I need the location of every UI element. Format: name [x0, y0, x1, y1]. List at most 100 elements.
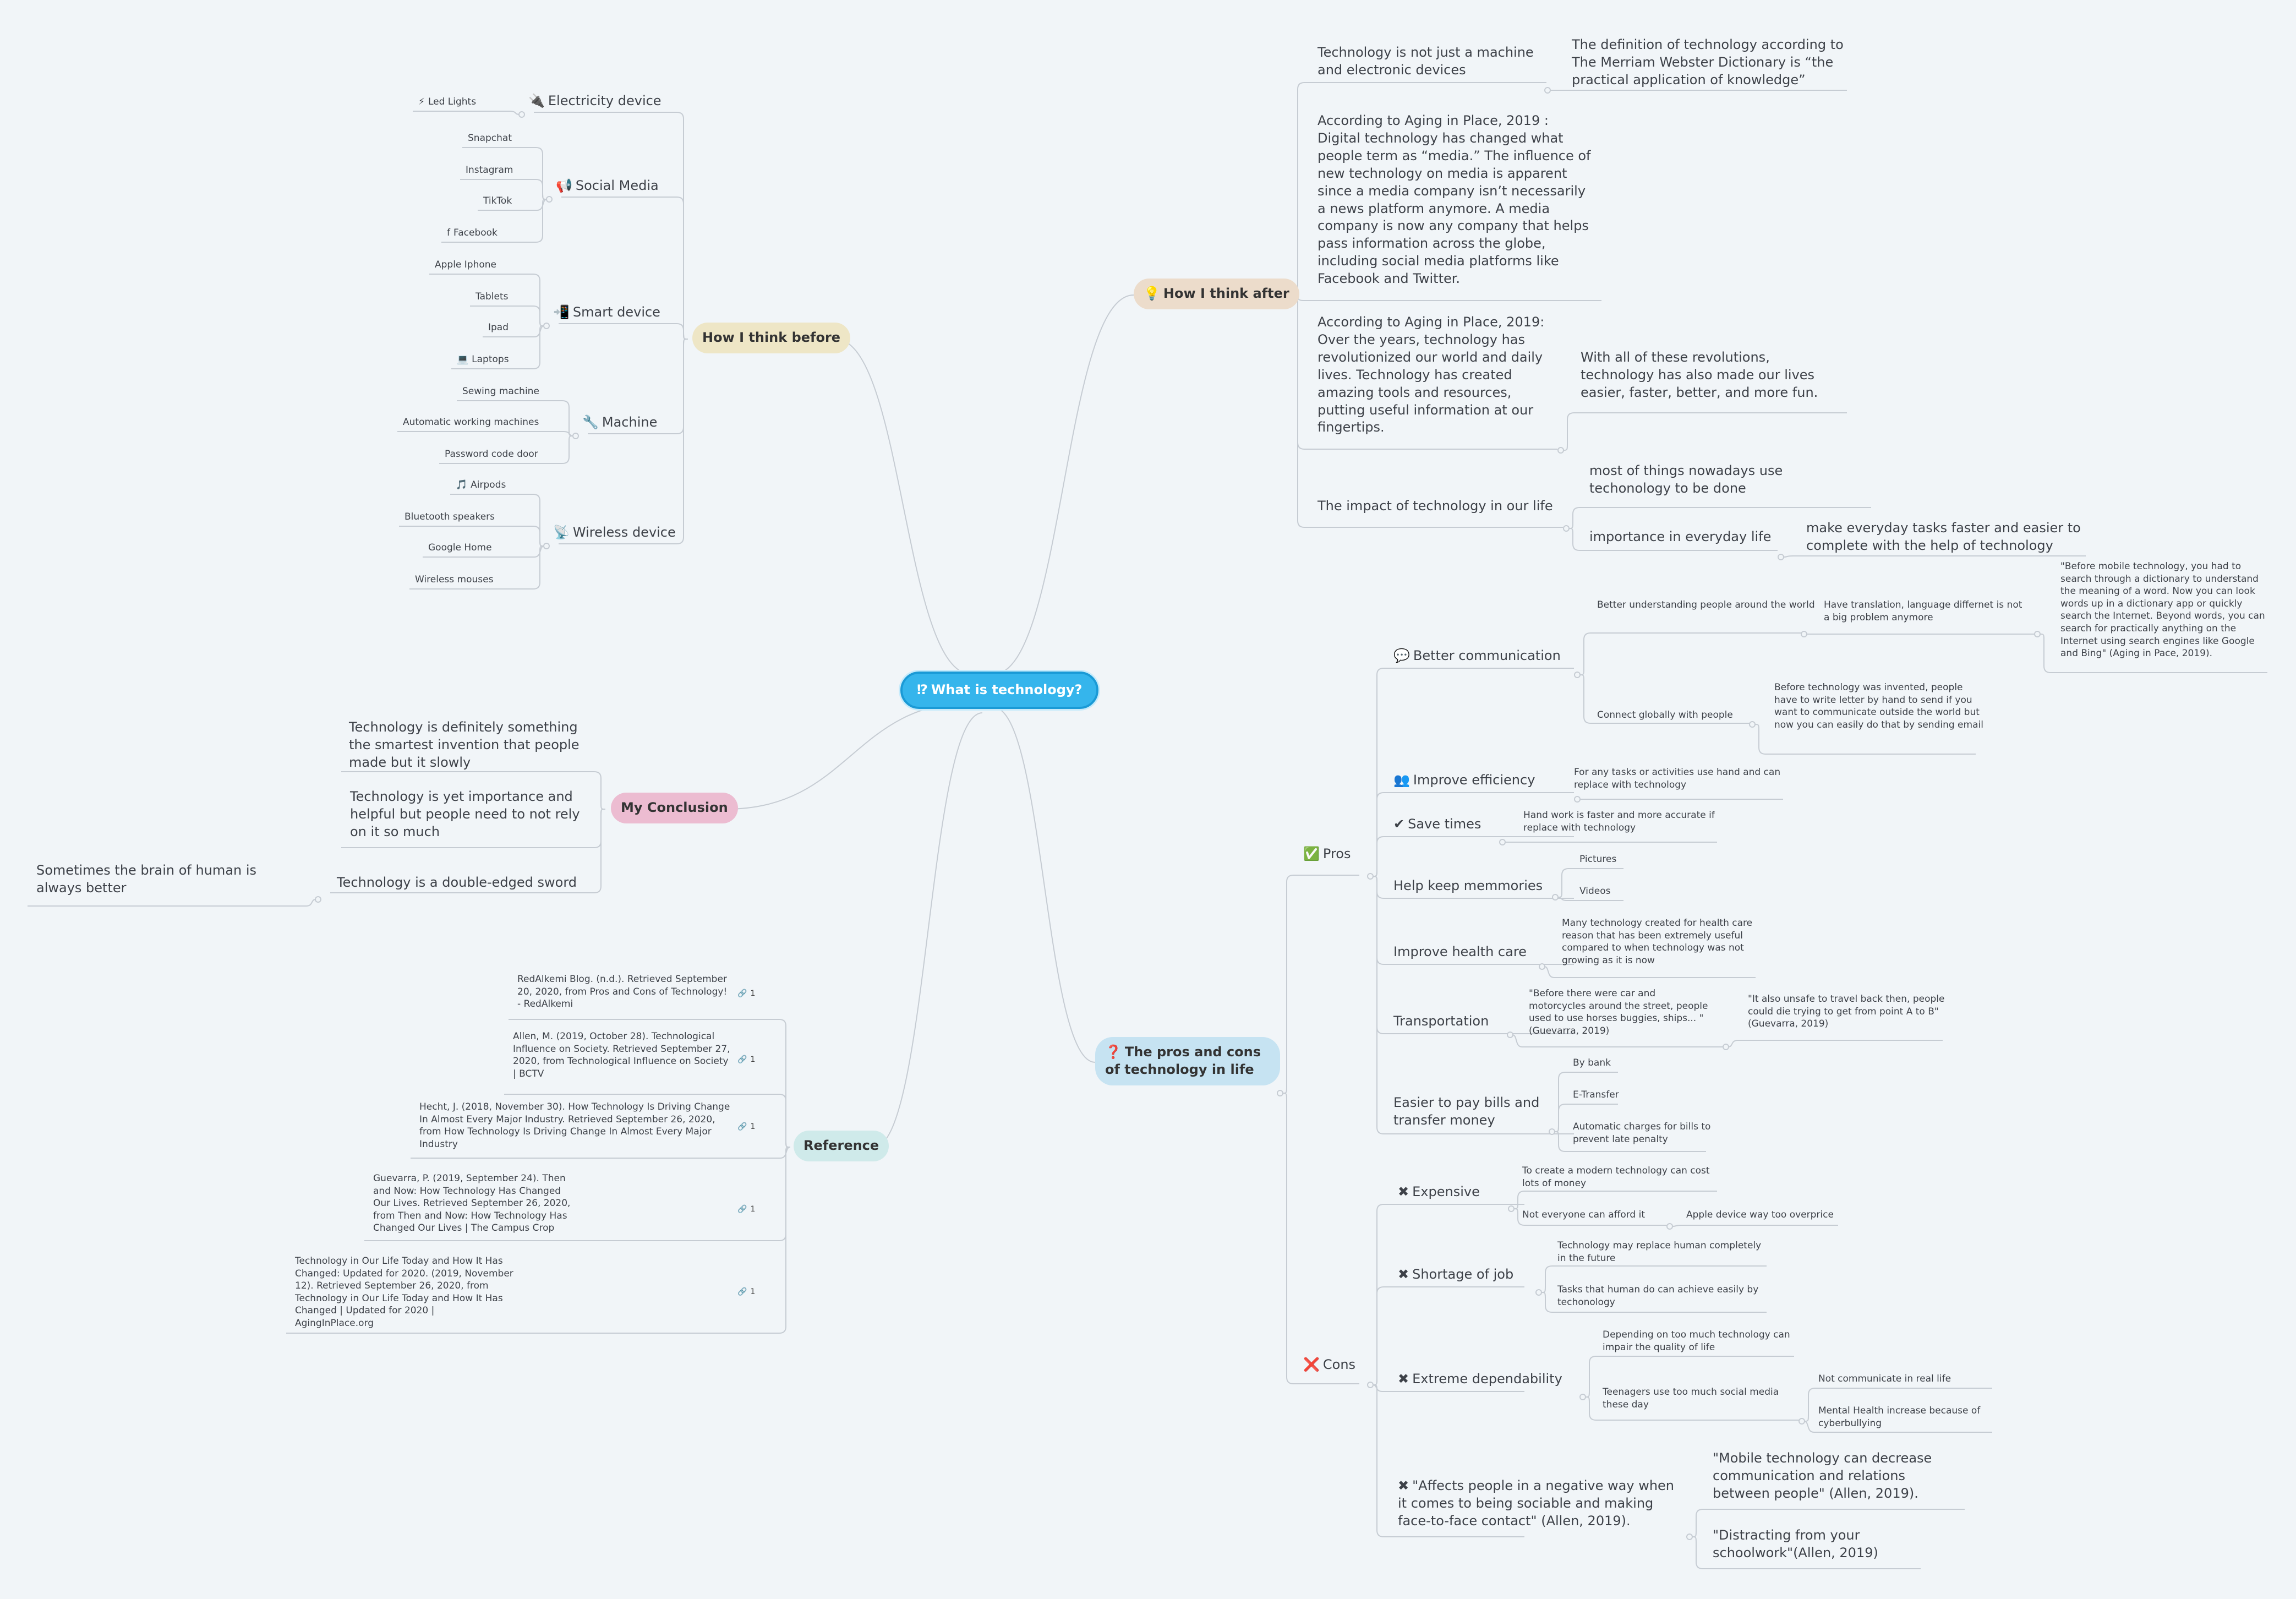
before-category-1[interactable]: 📢Social Media — [556, 177, 659, 195]
x-icon: ✖ — [1398, 1267, 1409, 1282]
tree-connector — [1562, 412, 1847, 451]
pros-comm-0-subsub[interactable]: "Before mobile technology, you had to se… — [2060, 561, 2265, 659]
tree-connector — [1512, 1034, 1723, 1047]
node-label: Transportation — [1393, 1013, 1489, 1029]
before-category-0[interactable]: 🔌Electricity device — [528, 92, 662, 110]
reference-link-count-4[interactable]: 🔗1 — [737, 1287, 755, 1297]
pros-mem-0[interactable]: Pictures — [1579, 854, 1617, 865]
reference-link-count-0[interactable]: 🔗1 — [737, 989, 755, 999]
before-item-4-3[interactable]: Wireless mouses — [415, 574, 493, 586]
cons-exp-1[interactable]: Not everyone can afford it — [1522, 1209, 1646, 1220]
before-item-1-0[interactable]: Snapchat — [468, 132, 512, 145]
before-item-3-1[interactable]: Automatic working machines — [403, 416, 539, 429]
reference-item-4[interactable]: Technology in Our Life Today and How It … — [295, 1256, 513, 1329]
cons-social-0[interactable]: "Mobile technology can decrease communic… — [1713, 1450, 1932, 1501]
cons-social-1[interactable]: "Distracting from your schoolwork"(Allen… — [1713, 1527, 1878, 1560]
central-topic[interactable]: ⁉What is technology? — [900, 672, 1099, 709]
reference-item-3[interactable]: Guevarra, P. (2019, September 24). Then … — [373, 1173, 571, 1234]
before-item-2-2[interactable]: Ipad — [488, 321, 509, 334]
pros-eff-0[interactable]: For any tasks or activities use hand and… — [1574, 767, 1781, 790]
cons-dep-1-sub-0[interactable]: Not communicate in real life — [1818, 1373, 1951, 1384]
pros-item-2[interactable]: ✔Save times — [1393, 816, 1481, 833]
reference-link-count-3[interactable]: 🔗1 — [737, 1204, 755, 1215]
main-topic-pros-and-cons[interactable]: ❓The pros and cons of technology in life — [1095, 1037, 1280, 1085]
main-topic-how-i-think-before[interactable]: How I think before — [692, 323, 851, 353]
main-topic-reference[interactable]: Reference — [794, 1131, 889, 1161]
main-topic-my-conclusion[interactable]: My Conclusion — [611, 793, 738, 823]
pros-comm-1-sub[interactable]: Before technology was invented, people h… — [1774, 682, 1983, 730]
cons-job-1[interactable]: Tasks that human do can achieve easily b… — [1557, 1284, 1759, 1308]
after-impact-child-1[interactable]: importance in everyday life — [1589, 529, 1772, 544]
cons-exp-1-sub[interactable]: Apple device way too overprice — [1686, 1209, 1834, 1220]
before-item-0-0[interactable]: ⚡Led Lights — [418, 96, 476, 108]
pros-comm-0-sub[interactable]: Have translation, language differnet is … — [1824, 599, 2022, 623]
cons-dep-1-sub-1[interactable]: Mental Health increase because of cyberb… — [1818, 1405, 1981, 1429]
tree-connector — [1691, 1509, 1965, 1537]
pros-node[interactable]: ✅Pros — [1303, 845, 1351, 863]
conclusion-item-0[interactable]: Technology is definitely something the s… — [349, 719, 580, 770]
cons-dep-0[interactable]: Depending on too much technology can imp… — [1603, 1329, 1790, 1353]
main-topic-how-i-think-after[interactable]: 💡How I think after — [1134, 279, 1299, 309]
cons-exp-0[interactable]: To create a modern technology can cost l… — [1522, 1165, 1710, 1189]
node-label: Electricity device — [548, 93, 662, 108]
reference-item-2[interactable]: Hecht, J. (2018, November 30). How Techn… — [419, 1101, 730, 1150]
after-item-3[interactable]: The impact of technology in our life — [1318, 498, 1553, 514]
conclusion-item-1[interactable]: Technology is yet importance and helpful… — [350, 789, 580, 839]
after-item-2-sub[interactable]: With all of these revolutions, technolog… — [1581, 350, 1818, 400]
before-item-1-1[interactable]: Instagram — [466, 164, 513, 177]
pros-item-6[interactable]: Easier to pay bills and transfer money — [1393, 1094, 1564, 1129]
before-item-2-0[interactable]: Apple Iphone — [435, 259, 496, 271]
tree-connector — [1754, 724, 1976, 755]
pros-trans-0[interactable]: "Before there were car and motorcycles a… — [1529, 988, 1708, 1036]
before-item-2-1[interactable]: Tablets — [475, 291, 508, 303]
tree-connector — [1783, 555, 2086, 558]
pros-bills-1[interactable]: E-Transfer — [1573, 1089, 1619, 1100]
cons-item-1[interactable]: ✖Shortage of job — [1398, 1266, 1513, 1284]
after-item-2[interactable]: According to Aging in Place, 2019: Over … — [1318, 314, 1545, 435]
cons-item-2[interactable]: ✖Extreme dependability — [1398, 1371, 1562, 1388]
before-item-2-3[interactable]: 💻Laptops — [457, 353, 509, 366]
conclusion-sub-item[interactable]: Sometimes the brain of human is always b… — [36, 863, 257, 896]
cons-item-3[interactable]: ✖"Affects people in a negative way when … — [1398, 1477, 1684, 1530]
pros-item-3[interactable]: Help keep memmories — [1393, 877, 1543, 895]
pros-bills-0[interactable]: By bank — [1573, 1057, 1611, 1068]
cons-job-0[interactable]: Technology may replace human completely … — [1557, 1240, 1762, 1264]
pros-comm-0[interactable]: Better understanding people around the w… — [1597, 599, 1815, 610]
tree-connector — [1540, 1292, 1767, 1313]
pros-item-5[interactable]: Transportation — [1393, 1013, 1489, 1030]
cons-item-0[interactable]: ✖Expensive — [1398, 1183, 1480, 1201]
pros-item-1[interactable]: 👥Improve efficiency — [1393, 772, 1535, 789]
after-impact-child-1-sub[interactable]: make everyday tasks faster and easier to… — [1806, 520, 2081, 553]
reference-link-count-1[interactable]: 🔗1 — [737, 1055, 755, 1065]
reference-link-count-2[interactable]: 🔗1 — [737, 1122, 755, 1132]
reference-item-1[interactable]: Allen, M. (2019, October 28). Technologi… — [513, 1031, 730, 1079]
reference-item-0[interactable]: RedAlkemi Blog. (n.d.). Retrieved Septem… — [517, 974, 728, 1010]
before-category-4[interactable]: 📡Wireless device — [553, 524, 676, 542]
pros-trans-0-sub[interactable]: "It also unsafe to travel back then, peo… — [1748, 994, 1945, 1030]
pros-health-0[interactable]: Many technology created for health care … — [1562, 918, 1753, 966]
after-item-1[interactable]: According to Aging in Place, 2019 : Digi… — [1318, 113, 1591, 287]
pros-bills-2[interactable]: Automatic charges for bills to prevent l… — [1573, 1121, 1711, 1145]
pros-mem-1[interactable]: Videos — [1579, 886, 1611, 897]
pros-item-0[interactable]: 💬Better communication — [1393, 647, 1561, 665]
tree-connector — [1584, 1356, 1794, 1398]
pros-save-0[interactable]: Hand work is faster and more accurate if… — [1523, 810, 1715, 833]
before-item-4-2[interactable]: Google Home — [428, 542, 492, 554]
cons-dep-1[interactable]: Teenagers use too much social media thes… — [1603, 1387, 1779, 1410]
before-item-4-1[interactable]: Bluetooth speakers — [404, 511, 495, 523]
pros-item-4[interactable]: Improve health care — [1393, 943, 1527, 961]
conclusion-item-2[interactable]: Technology is a double-edged sword — [337, 875, 577, 890]
before-category-3[interactable]: 🔧Machine — [582, 414, 657, 432]
before-item-4-0[interactable]: 🎵Airpods — [456, 479, 506, 492]
pros-comm-1[interactable]: Connect globally with people — [1597, 710, 1733, 721]
after-impact-child-0[interactable]: most of things nowadays use techonology … — [1589, 463, 1783, 496]
before-item-1-2[interactable]: TikTok — [483, 195, 512, 208]
before-category-2[interactable]: 📲Smart device — [553, 304, 660, 321]
before-item-3-0[interactable]: Sewing machine — [462, 385, 539, 398]
link-icon: 🔗 — [737, 1205, 747, 1214]
before-item-3-2[interactable]: Password code door — [445, 448, 538, 461]
after-item-0-sub[interactable]: The definition of technology according t… — [1572, 37, 1844, 88]
cons-node[interactable]: ❌Cons — [1303, 1356, 1355, 1374]
after-item-0[interactable]: Technology is not just a machine and ele… — [1318, 45, 1534, 78]
